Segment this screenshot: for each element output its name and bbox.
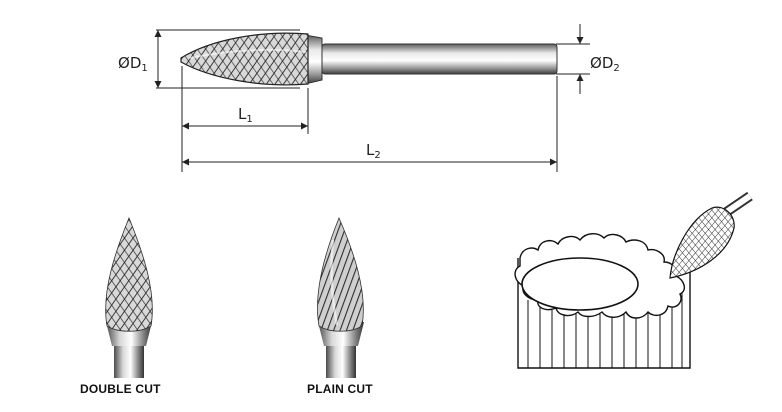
l2-label: L2 — [366, 141, 381, 161]
main-burr-drawing — [180, 32, 558, 86]
dimension-lines — [154, 24, 590, 172]
l1-label: L1 — [238, 105, 253, 125]
dimension-labels: ØD1 ØD2 L1 L2 — [118, 54, 620, 161]
d2-label: ØD2 — [590, 54, 620, 74]
d1-label: ØD1 — [118, 54, 148, 74]
plain-cut-burr — [317, 216, 364, 378]
gear-workpiece-illustration — [514, 191, 753, 369]
plain-cut-caption: PLAIN CUT — [307, 382, 373, 396]
double-cut-caption: DOUBLE CUT — [80, 382, 161, 396]
double-cut-burr — [105, 216, 153, 378]
